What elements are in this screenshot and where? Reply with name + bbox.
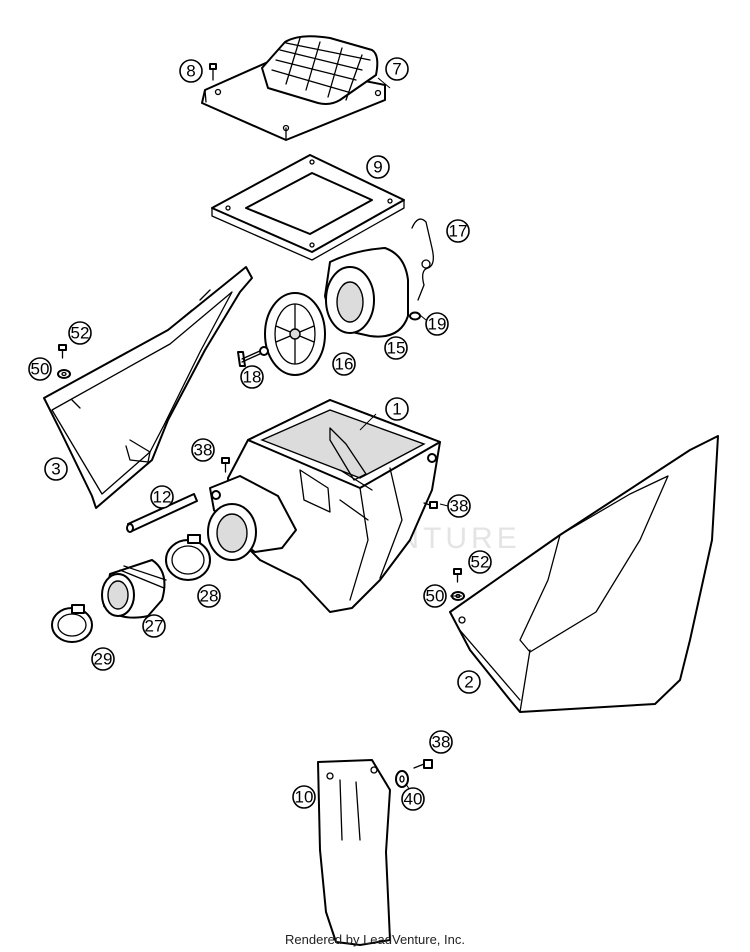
callout-3: 3 <box>44 457 68 481</box>
svg-text:16: 16 <box>335 355 354 374</box>
callout-18: 18 <box>240 365 264 389</box>
part-1-airbox <box>207 399 441 613</box>
callout-16: 16 <box>332 352 356 376</box>
part-29-clamp <box>51 604 93 643</box>
svg-text:9: 9 <box>373 158 382 177</box>
svg-text:3: 3 <box>51 460 60 479</box>
callout-38-lower: 38 <box>429 730 453 754</box>
part-10-mud-flap <box>317 759 391 946</box>
part-52-screw-right <box>453 568 462 583</box>
callout-2: 2 <box>457 670 481 694</box>
svg-text:52: 52 <box>71 324 90 343</box>
callout-8: 8 <box>179 59 203 83</box>
svg-text:52: 52 <box>471 553 490 572</box>
callout-17: 17 <box>446 219 470 243</box>
part-40-washer <box>395 770 409 788</box>
svg-text:50: 50 <box>426 587 445 606</box>
part-50-washer-left <box>57 369 71 379</box>
svg-text:38: 38 <box>450 497 469 516</box>
part-2-right-side-panel <box>449 435 719 713</box>
callout-15: 15 <box>384 336 408 360</box>
svg-text:7: 7 <box>392 60 401 79</box>
callout-50-left: 50 <box>28 357 52 381</box>
svg-text:38: 38 <box>432 733 451 752</box>
callout-52-right: 52 <box>468 550 492 574</box>
callout-12: 12 <box>150 485 174 509</box>
svg-text:50: 50 <box>31 360 50 379</box>
svg-text:17: 17 <box>449 222 468 241</box>
footer-credit: Rendered by LeadVenture, Inc. <box>285 932 465 947</box>
callout-10: 10 <box>292 785 316 809</box>
svg-text:40: 40 <box>404 790 423 809</box>
part-17-wire-clip <box>411 218 434 301</box>
part-19-nut <box>409 311 421 321</box>
part-18-bolt <box>237 346 269 367</box>
part-28-clamp <box>165 534 211 581</box>
part-9-frame <box>211 154 405 261</box>
part-52-screw-left <box>58 344 67 359</box>
svg-text:27: 27 <box>145 617 164 636</box>
part-38-screw-right <box>423 501 438 509</box>
callout-27: 27 <box>142 614 166 638</box>
svg-text:1: 1 <box>392 400 401 419</box>
callout-7: 7 <box>385 57 409 81</box>
part-27-boot <box>101 559 167 619</box>
svg-text:19: 19 <box>428 315 447 334</box>
svg-text:12: 12 <box>153 488 172 507</box>
callout-29: 29 <box>91 647 115 671</box>
svg-text:29: 29 <box>94 650 113 669</box>
svg-text:8: 8 <box>186 62 195 81</box>
callout-28: 28 <box>197 584 221 608</box>
callout-38-upper: 38 <box>191 438 215 462</box>
part-3-left-side-panel <box>43 266 253 509</box>
part-12-hose <box>126 493 198 533</box>
callout-38-right: 38 <box>447 494 471 518</box>
callout-50-right: 50 <box>423 584 447 608</box>
part-8-screw <box>209 63 217 81</box>
callout-52-left: 52 <box>68 321 92 345</box>
svg-text:2: 2 <box>464 673 473 692</box>
svg-text:18: 18 <box>243 368 262 387</box>
svg-text:28: 28 <box>200 587 219 606</box>
part-16-filter-cage <box>264 292 326 376</box>
part-7-intake-cover <box>201 35 386 141</box>
part-15-air-filter <box>324 247 409 338</box>
svg-text:38: 38 <box>194 441 213 460</box>
callout-19: 19 <box>425 312 449 336</box>
callout-40: 40 <box>401 787 425 811</box>
callout-9: 9 <box>366 155 390 179</box>
svg-text:15: 15 <box>387 339 406 358</box>
part-38-screw-upper <box>221 457 230 473</box>
part-38-screw-lower <box>413 759 433 769</box>
callout-1: 1 <box>385 397 409 421</box>
leader-lines <box>359 77 462 793</box>
svg-text:10: 10 <box>295 788 314 807</box>
